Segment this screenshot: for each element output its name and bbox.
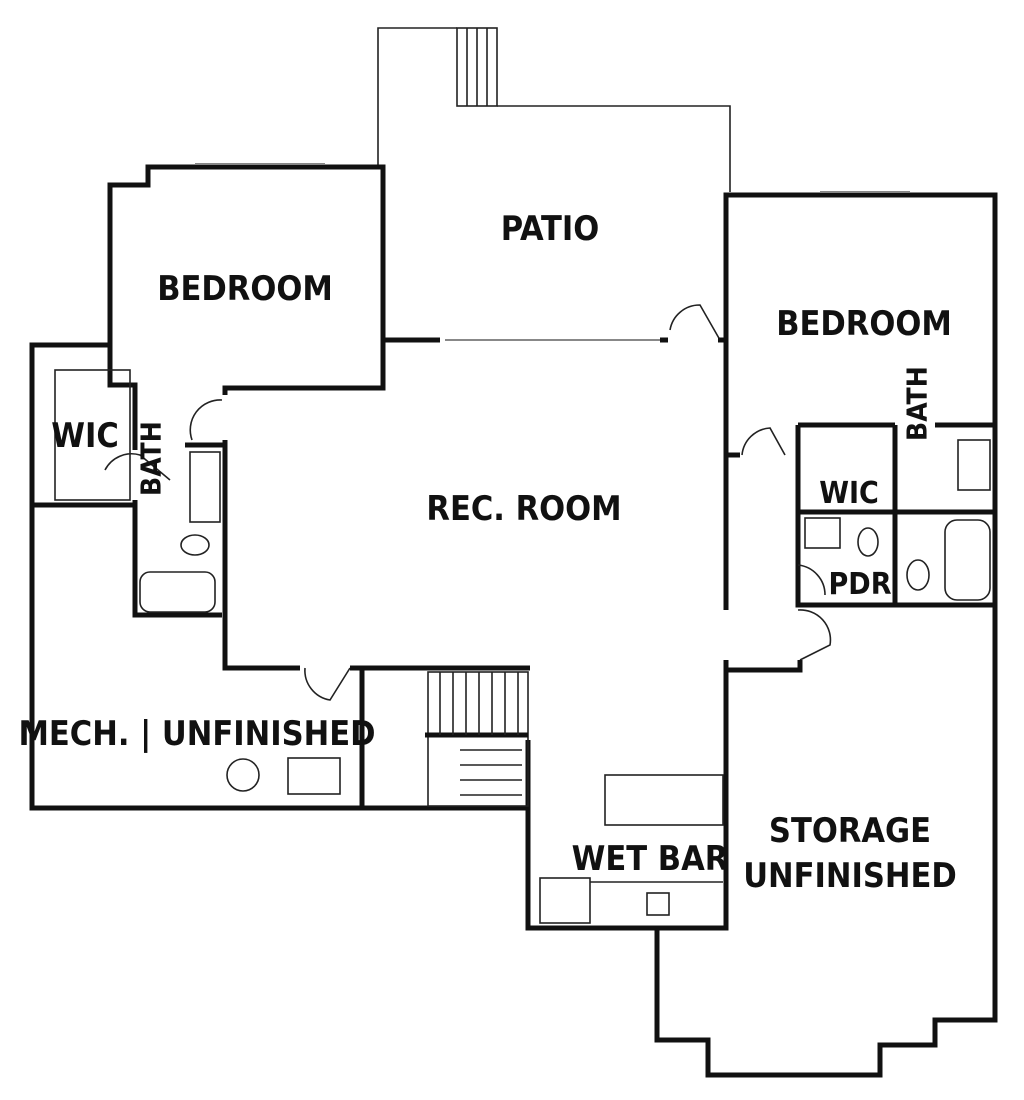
bedroom-left-walls (107, 163, 386, 450)
toilet-icon (180, 534, 210, 556)
label-wet-bar: WET BAR (572, 839, 729, 879)
interior-stairs (425, 671, 529, 807)
label-bedroom-left: BEDROOM (157, 269, 333, 309)
label-wic-left: WIC (51, 416, 119, 456)
patio-outline (377, 27, 731, 192)
pdr-toilet-icon (857, 527, 879, 557)
label-storage: STORAGE (769, 811, 931, 851)
toilet-icon (906, 559, 930, 591)
water-heater-icon (226, 758, 260, 792)
label-pdr: PDR (829, 567, 892, 602)
label-patio: PATIO (501, 209, 600, 249)
bathtub-icon (139, 571, 216, 613)
label-bedroom-right: BEDROOM (776, 304, 952, 344)
right-bath-fixtures (804, 439, 991, 601)
label-storage-unfinished: UNFINISHED (743, 856, 957, 896)
wet-bar-fixtures (539, 774, 724, 924)
pdr-sink-icon (804, 517, 841, 549)
sink-icon (189, 451, 221, 523)
patio-stairs (466, 28, 488, 106)
sink-icon (957, 439, 991, 491)
label-bath-right: BATH (901, 366, 934, 441)
label-mech-unfinished: MECH. | UNFINISHED (18, 714, 375, 754)
furnace-icon (287, 757, 341, 795)
left-wing-walls (29, 342, 528, 811)
label-bath-left: BATH (135, 421, 168, 496)
label-wic-right: WIC (819, 476, 879, 511)
bathtub-icon (944, 519, 991, 601)
label-rec-room: REC. ROOM (426, 489, 621, 529)
right-wing-walls (525, 191, 998, 1078)
bar-sink-icon (646, 892, 670, 916)
